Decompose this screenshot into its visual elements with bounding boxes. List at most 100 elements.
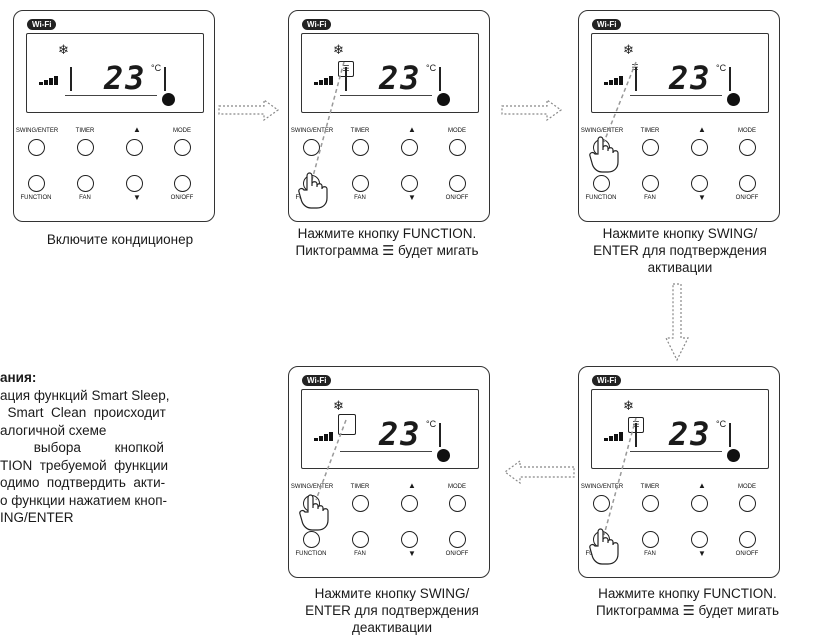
down-button[interactable] — [691, 175, 708, 192]
wifi-badge-icon: Wi-Fi — [27, 19, 57, 30]
fan-button[interactable] — [642, 175, 659, 192]
fan-label: FAN — [644, 551, 656, 557]
swing-enter-button[interactable] — [303, 139, 320, 156]
down-button[interactable] — [401, 531, 418, 548]
wifi-badge-icon: Wi-Fi — [592, 19, 622, 30]
timer-button[interactable] — [77, 139, 94, 156]
mode-button[interactable] — [739, 139, 756, 156]
up-button[interactable] — [126, 139, 143, 156]
fan-speed-bars-icon — [604, 75, 624, 85]
onoff-button[interactable] — [449, 531, 466, 548]
onoff-button[interactable] — [449, 175, 466, 192]
notes-line: TION требуемой функции — [0, 457, 169, 473]
up-arrow-icon: ▲ — [408, 481, 416, 490]
fan-button[interactable] — [352, 175, 369, 192]
temperature-display: 23 — [669, 59, 712, 97]
timer-button[interactable] — [352, 139, 369, 156]
mode-button[interactable] — [449, 495, 466, 512]
temperature-unit: °C — [151, 63, 162, 73]
lcd-divider — [635, 423, 637, 447]
remote-step-1: Wi-Fi ❄ 23 °C SWING/ENTER TIMER ▲ MODE F… — [13, 10, 215, 222]
indicator-dot — [727, 449, 740, 462]
mode-button[interactable] — [739, 495, 756, 512]
function-button[interactable] — [303, 531, 320, 548]
lcd-divider — [729, 67, 731, 91]
caption-step-3: Нажмите кнопку SWING/ ENTER для подтверж… — [565, 225, 795, 276]
caption-line: Пиктограмма — [596, 603, 679, 618]
timer-label: TIMER — [75, 128, 95, 134]
screen-underline — [65, 95, 157, 96]
lcd-divider — [439, 423, 441, 447]
caption-step-5: Нажмите кнопку SWING/ ENTER для подтверж… — [272, 585, 512, 636]
fan-speed-bars-icon — [314, 75, 334, 85]
timer-button[interactable] — [642, 495, 659, 512]
louver-icon: ☰ — [628, 61, 642, 75]
lcd-screen: ❄ ☰ 23 °C — [591, 33, 769, 113]
hand-pointer-icon — [589, 136, 619, 173]
down-arrow-icon: ▼ — [133, 193, 141, 202]
fan-speed-bars-icon — [39, 75, 59, 85]
timer-label: TIMER — [350, 484, 370, 490]
indicator-dot — [437, 449, 450, 462]
up-button[interactable] — [401, 495, 418, 512]
pointer-line — [603, 417, 637, 536]
mode-button[interactable] — [174, 139, 191, 156]
notes-line: выбора кнопкой — [0, 440, 164, 455]
timer-button[interactable] — [352, 495, 369, 512]
remote-step-2: Wi-Fi ❄ ☰ 23 °C SWING/ENTER TIMER ▲ MODE… — [288, 10, 490, 222]
notes-block: ания: ация функций Smart Sleep, Smart Cl… — [0, 369, 270, 527]
screen-underline — [340, 95, 432, 96]
mode-label: MODE — [448, 484, 466, 490]
lcd-screen: ❄ 23 °C — [301, 389, 479, 469]
snowflake-icon: ❄ — [58, 42, 69, 57]
up-button[interactable] — [401, 139, 418, 156]
fan-speed-bars-icon — [604, 431, 624, 441]
mode-button[interactable] — [449, 139, 466, 156]
function-button[interactable] — [28, 175, 45, 192]
temperature-unit: °C — [716, 419, 727, 429]
fan-label: FAN — [354, 195, 366, 201]
timer-label: TIMER — [640, 484, 660, 490]
timer-button[interactable] — [642, 139, 659, 156]
caption-step-2: Нажмите кнопку FUNCTION. Пиктограмма ☰ б… — [262, 225, 512, 259]
swing-enter-label: SWING/ENTER — [290, 484, 334, 490]
temperature-display: 23 — [379, 415, 422, 453]
caption-line: ENTER для подтверждения — [305, 603, 479, 618]
fan-button[interactable] — [642, 531, 659, 548]
onoff-button[interactable] — [174, 175, 191, 192]
temperature-display: 23 — [104, 59, 147, 97]
up-button[interactable] — [691, 139, 708, 156]
hand-pointer-icon — [299, 494, 329, 531]
snowflake-icon: ❄ — [333, 42, 344, 57]
onoff-button[interactable] — [739, 175, 756, 192]
temperature-unit: °C — [426, 419, 437, 429]
fan-button[interactable] — [352, 531, 369, 548]
caption-line: ENTER для подтверждения — [593, 243, 767, 258]
notes-line: ация функций Smart Sleep, — [0, 387, 170, 403]
up-button[interactable] — [691, 495, 708, 512]
swing-enter-button[interactable] — [28, 139, 45, 156]
timer-label: TIMER — [640, 128, 660, 134]
timer-label: TIMER — [350, 128, 370, 134]
mode-label: MODE — [738, 128, 756, 134]
lcd-divider — [439, 67, 441, 91]
wifi-badge-icon: Wi-Fi — [302, 19, 332, 30]
notes-title: ания: — [0, 370, 37, 385]
screen-underline — [630, 451, 722, 452]
lcd-divider — [729, 423, 731, 447]
mode-label: MODE — [448, 128, 466, 134]
temperature-display: 23 — [669, 415, 712, 453]
onoff-button[interactable] — [739, 531, 756, 548]
notes-line: алогичной схеме — [0, 422, 107, 438]
swing-enter-button[interactable] — [593, 495, 610, 512]
down-arrow-icon: ▼ — [408, 549, 416, 558]
down-button[interactable] — [691, 531, 708, 548]
down-button[interactable] — [401, 175, 418, 192]
fan-button[interactable] — [77, 175, 94, 192]
caption-line: Включите кондиционер — [46, 232, 194, 247]
temperature-unit: °C — [426, 63, 437, 73]
down-button[interactable] — [126, 175, 143, 192]
indicator-dot — [162, 93, 175, 106]
function-button[interactable] — [593, 175, 610, 192]
